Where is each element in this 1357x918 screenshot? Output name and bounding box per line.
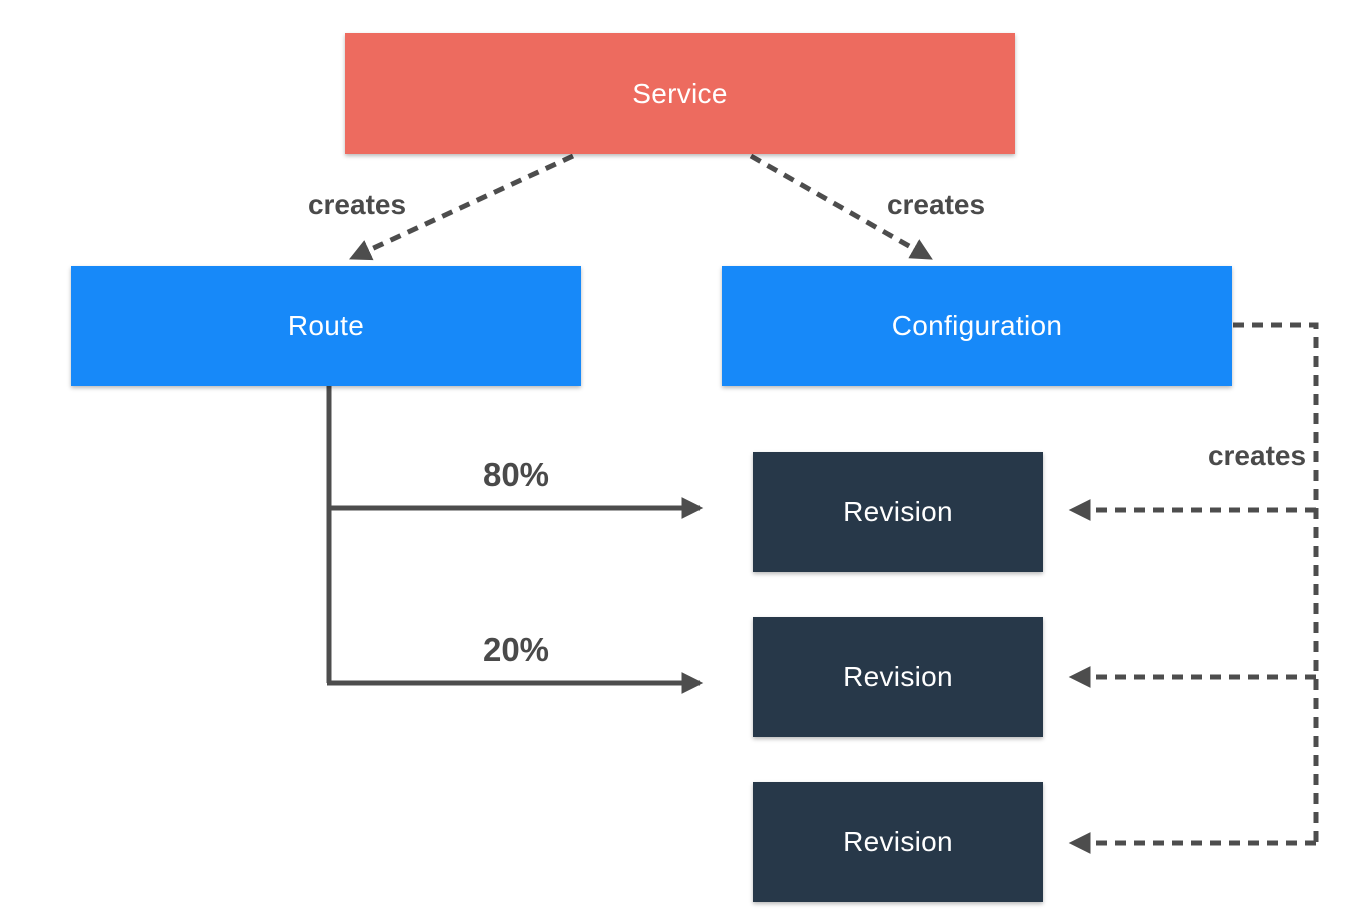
edge-label-route-to-revision-1: 80% <box>482 456 550 493</box>
edge-label-service-to-configuration: creates <box>886 189 986 220</box>
edge-configuration-connector <box>1233 322 1319 843</box>
edge-label-route-to-revision-2: 20% <box>482 631 550 668</box>
edge-label-configuration-to-revisions: creates <box>1207 440 1307 471</box>
edge-service-to-route <box>349 153 575 261</box>
node-route: Route <box>71 266 581 386</box>
node-configuration: Configuration <box>722 266 1232 386</box>
node-configuration-label: Configuration <box>891 310 1063 341</box>
node-revision-1: Revision <box>753 452 1043 572</box>
node-revision-2-label: Revision <box>843 661 953 692</box>
node-revision-3-label: Revision <box>843 826 953 857</box>
node-service-label: Service <box>632 77 728 109</box>
node-revision-2: Revision <box>753 617 1043 737</box>
node-service: Service <box>345 33 1015 154</box>
edge-label-service-to-route: creates <box>307 189 407 220</box>
node-revision-1-label: Revision <box>843 496 953 527</box>
node-route-label: Route <box>287 310 365 341</box>
edge-service-to-configuration <box>749 153 933 261</box>
node-revision-3: Revision <box>753 782 1043 902</box>
